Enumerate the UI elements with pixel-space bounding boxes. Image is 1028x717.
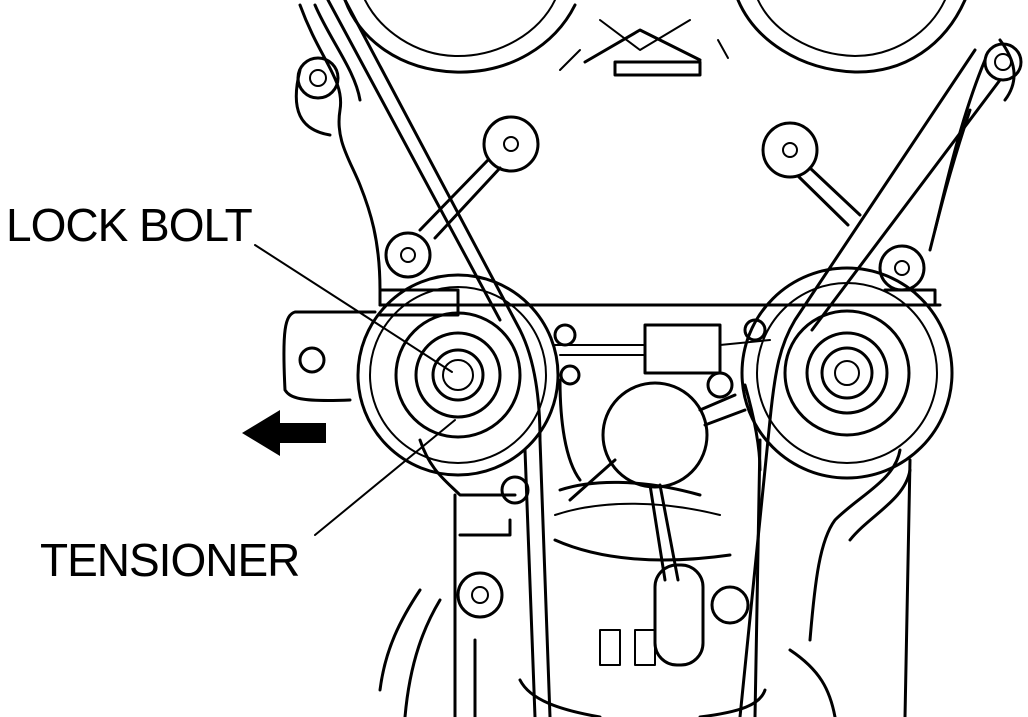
lock-bolt-label: LOCK BOLT: [6, 199, 253, 251]
tensioner-label: TENSIONER: [40, 534, 300, 586]
idler-pulley: [740, 266, 954, 717]
tensioner-leader-line: [314, 419, 456, 536]
camshaft-sprockets: [343, 0, 967, 77]
arrow-left-icon: [242, 410, 326, 456]
center-assembly: [553, 318, 771, 667]
timing-belt: [326, 0, 1002, 717]
left-bracket: [282, 310, 377, 402]
engine-housing: [294, 3, 1023, 317]
tensioner-pulley: [356, 273, 560, 717]
lock-bolt-leader-line: [254, 244, 453, 373]
lower-housing: [378, 571, 837, 717]
upper-bosses: [384, 115, 926, 292]
